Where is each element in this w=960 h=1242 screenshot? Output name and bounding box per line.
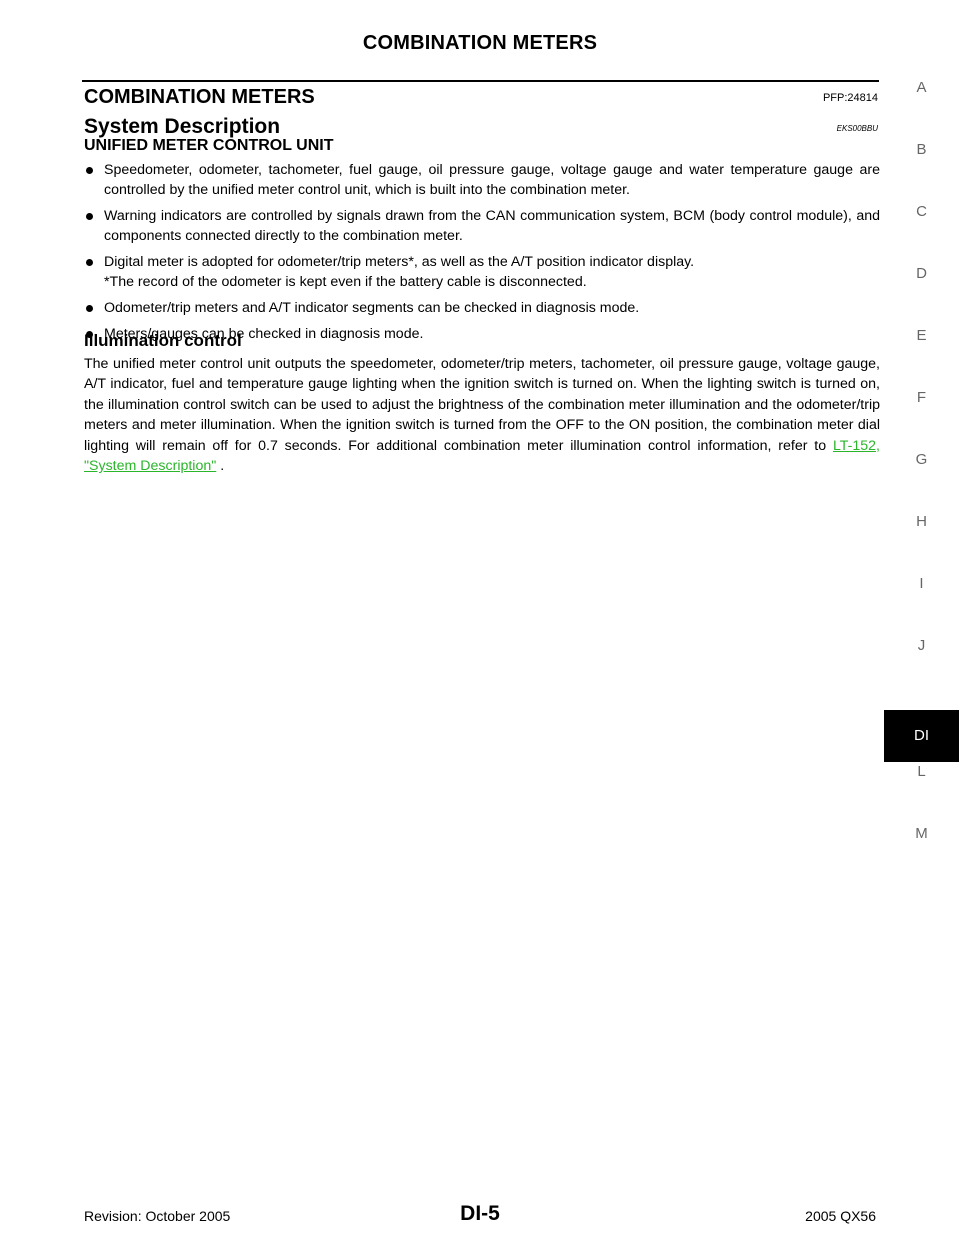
bullet-icon	[86, 305, 93, 312]
list-item-text: Odometer/trip meters and A/T indicator s…	[104, 300, 640, 316]
list-item-text: Meters/gauges can be checked in diagnosi…	[104, 326, 424, 342]
bullet-icon	[86, 331, 93, 338]
bullet-list: Speedometer, odometer, tachometer, fuel …	[84, 160, 880, 350]
subsection-title: System Description	[84, 115, 281, 138]
tab-a[interactable]: A	[916, 79, 927, 96]
tab-m[interactable]: M	[915, 825, 928, 842]
lt-152-reference-link[interactable]: LT-152, "System Description"	[84, 437, 880, 475]
list-item-note-text: *The record of the odometer is kept even…	[104, 274, 587, 290]
footer-revision: Revision: October 2005	[84, 1208, 231, 1224]
tab-l[interactable]: L	[917, 763, 926, 780]
tab-e[interactable]: E	[916, 327, 927, 344]
list-item: Warning indicators are controlled by sig…	[84, 206, 880, 246]
list-item: Odometer/trip meters and A/T indicator s…	[84, 298, 880, 318]
footer-model: 2005 QX56	[805, 1208, 876, 1224]
tab-c[interactable]: C	[916, 203, 927, 220]
tab-j[interactable]: J	[917, 637, 926, 654]
footer-page-number: DI-5	[460, 1202, 500, 1225]
tab-g[interactable]: G	[915, 451, 928, 468]
section-code: PFP:24814	[822, 92, 878, 104]
running-header: COMBINATION METERS	[362, 32, 598, 54]
tab-i[interactable]: I	[919, 575, 924, 592]
illumination-suffix: .	[216, 458, 225, 475]
section-title: COMBINATION METERS	[84, 86, 315, 108]
bullet-icon	[86, 167, 93, 174]
illumination-heading: Illumination control	[84, 331, 242, 350]
tab-h[interactable]: H	[916, 513, 927, 530]
list-item: Digital meter is adopted for odometer/tr…	[84, 252, 880, 272]
subsection-code: EKS00BBU	[836, 124, 878, 133]
top-rule	[82, 80, 879, 82]
illumination-body: The unified meter control unit outputs t…	[84, 354, 880, 476]
tab-d[interactable]: D	[916, 265, 927, 282]
tab-di-active[interactable]: DI	[884, 710, 959, 762]
tab-f[interactable]: F	[916, 389, 927, 406]
list-item-note: *The record of the odometer is kept even…	[84, 272, 880, 292]
list-item-text: Speedometer, odometer, tachometer, fuel …	[104, 162, 880, 198]
bullet-icon	[86, 259, 93, 266]
list-item-text: Digital meter is adopted for odometer/tr…	[104, 254, 695, 270]
bullet-icon	[86, 213, 93, 220]
tab-b[interactable]: B	[916, 141, 927, 158]
list-item-text: Warning indicators are controlled by sig…	[104, 208, 880, 244]
list-item: Meters/gauges can be checked in diagnosi…	[84, 324, 880, 344]
list-item: Speedometer, odometer, tachometer, fuel …	[84, 160, 880, 200]
unit-heading: UNIFIED METER CONTROL UNIT	[84, 137, 334, 154]
illumination-text: The unified meter control unit outputs t…	[84, 356, 880, 454]
